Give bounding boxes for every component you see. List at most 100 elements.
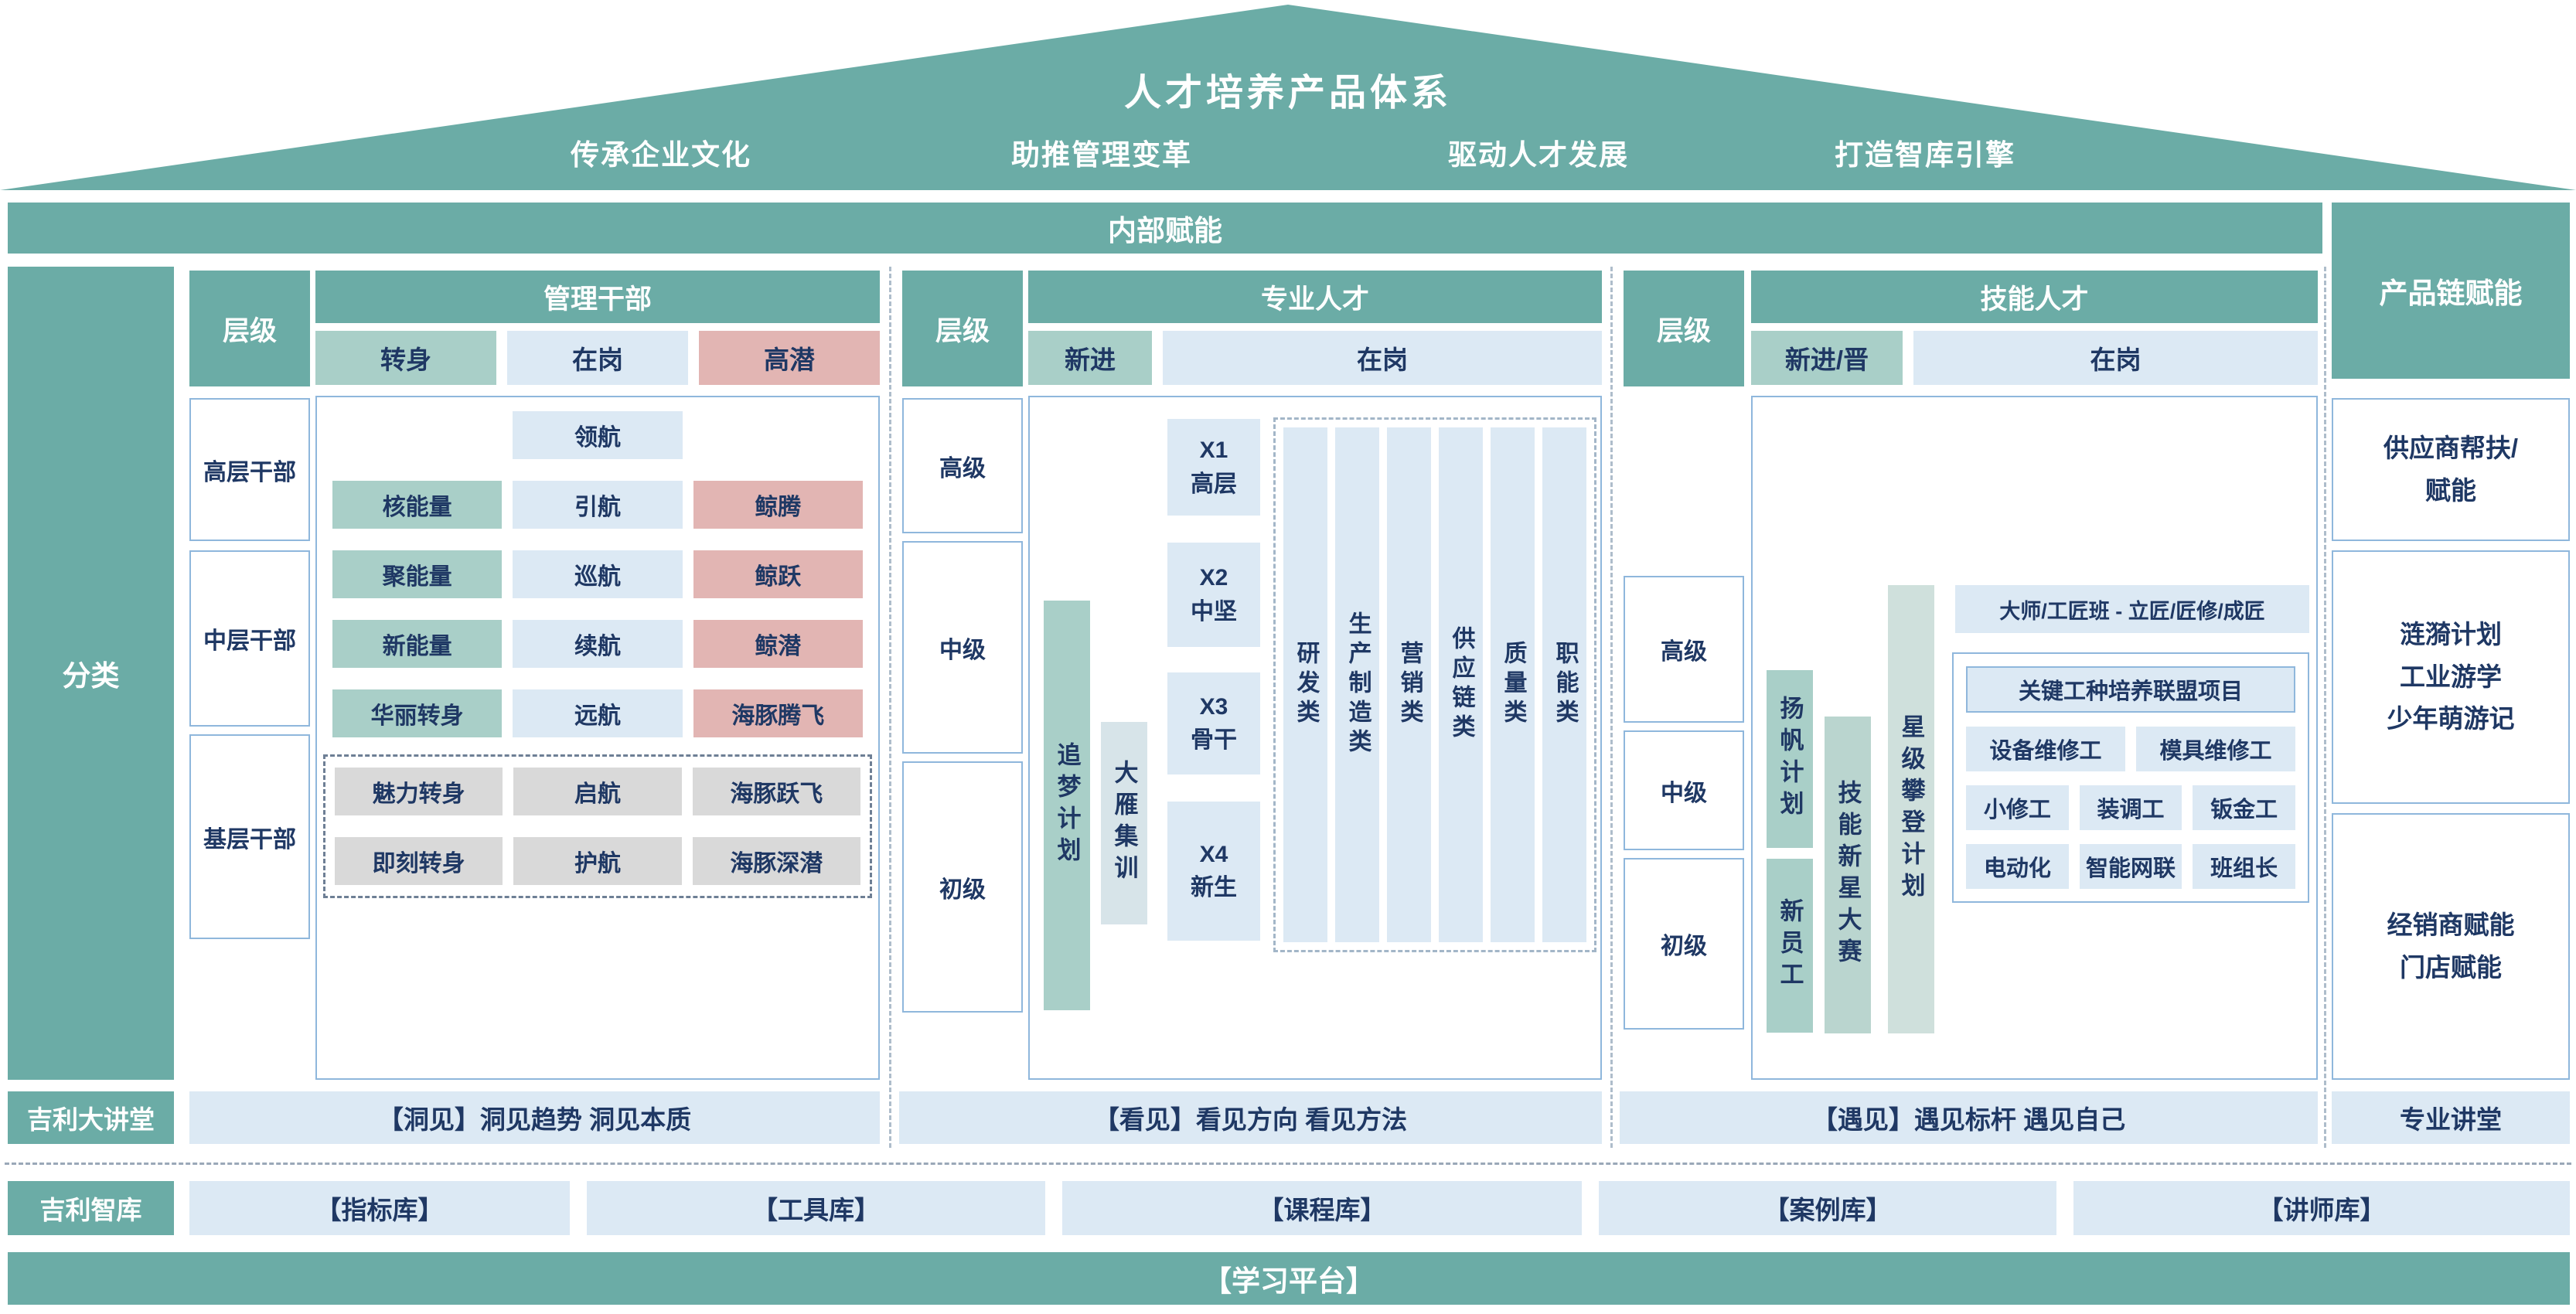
column-header-new: 新进: [1028, 331, 1152, 385]
indicator-library-item: 【指标库】: [189, 1181, 570, 1235]
job-cell: 模具维修工: [2136, 727, 2295, 771]
mgmt-cell: 续航: [513, 620, 683, 668]
mgmt-cell: 鲸腾: [693, 481, 863, 529]
management-section-title: 管理干部: [315, 271, 880, 323]
mgmt-cell: 魅力转身: [335, 768, 503, 815]
job-cell: 小修工: [1966, 785, 2069, 830]
section-divider: [1610, 267, 1613, 1148]
roof-slogan: 驱动人才发展: [1448, 139, 1629, 171]
job-cell: 钣金工: [2193, 785, 2296, 830]
professional-lecture-item: 专业讲堂: [2332, 1091, 2570, 1144]
mgmt-cell: 鲸跃: [693, 550, 863, 598]
mgmt-cell: 领航: [513, 411, 683, 459]
column-header-onduty: 在岗: [1163, 331, 1602, 385]
level-box-senior-cadre: 高层干部: [189, 398, 310, 541]
skill-subheader: 新进/晋 在岗: [1751, 331, 2318, 385]
mgmt-cell: 海豚跃飞: [692, 768, 860, 815]
x1-level-box: X1 高层: [1167, 419, 1260, 516]
mgmt-cell: 护航: [513, 837, 682, 885]
column-header-transition: 转身: [315, 331, 496, 385]
skill-content-box: 扬帆计划 新员工 技能新星大赛 星级攀登计划 大师/工匠班 - 立匠/匠修/成匠…: [1751, 396, 2318, 1080]
category-strip-marketing: 营销类: [1387, 427, 1431, 942]
mgmt-cell-empty: [693, 411, 863, 459]
roof-slogan: 助推管理变革: [1011, 139, 1192, 171]
lecture-insight-item: 【洞见】洞见趋势 洞见本质: [189, 1091, 880, 1144]
category-strip-supplychain: 供应链类: [1439, 427, 1483, 942]
supplier-support-box: 供应商帮扶/ 赋能: [2332, 398, 2570, 541]
column-header-highpotential: 高潜: [699, 331, 880, 385]
star-contest-strip: 技能新星大赛: [1825, 717, 1871, 1033]
case-library-item: 【案例库】: [1599, 1181, 2056, 1235]
professional-section-title: 专业人才: [1028, 271, 1602, 323]
mgmt-cell: 启航: [513, 768, 682, 815]
management-grid: 领航 核能量 引航 鲸腾 聚能量 巡航 鲸跃 新能量 续航 鲸潜 华丽转身 远航…: [332, 411, 863, 737]
alliance-program-bar: 关键工种培养联盟项目: [1966, 666, 2295, 713]
job-cell: 设备维修工: [1966, 727, 2125, 771]
skill-section-title: 技能人才: [1751, 271, 2318, 323]
level-box-junior: 初级: [1624, 858, 1744, 1030]
professional-subheader: 新进 在岗: [1028, 331, 1602, 385]
section-divider: [2324, 267, 2326, 1148]
level-box-junior: 初级: [902, 761, 1023, 1013]
category-sidebar: 分类: [8, 267, 174, 1080]
product-chain-header: 产品链赋能: [2332, 203, 2570, 379]
sail-plan-strip: 扬帆计划: [1767, 670, 1813, 848]
category-strip-rd: 研发类: [1283, 427, 1327, 942]
goose-camp-strip: 大雁集训: [1101, 722, 1147, 924]
mgmt-cell: 核能量: [332, 481, 503, 529]
column-header-onduty: 在岗: [507, 331, 688, 385]
key-jobs-alliance-box: 关键工种培养联盟项目 设备维修工 模具维修工 小修工 装调工 钣金工 电动化 智…: [1952, 652, 2309, 903]
category-strip-functional: 职能类: [1542, 427, 1586, 942]
skill-level-header: 层级: [1624, 271, 1744, 386]
job-cell: 智能网联: [2079, 844, 2182, 889]
course-library-item: 【课程库】: [1062, 1181, 1582, 1235]
mgmt-cell: 远航: [513, 689, 683, 737]
section-divider: [889, 267, 891, 1148]
x3-level-box: X3 骨干: [1167, 672, 1260, 774]
level-box-middle: 中级: [1624, 730, 1744, 850]
job-row: 小修工 装调工 钣金工: [1966, 785, 2296, 830]
dream-plan-strip: 追梦计划: [1044, 601, 1090, 1010]
job-cell: 装调工: [2079, 785, 2182, 830]
level-box-grassroots-cadre: 基层干部: [189, 734, 310, 939]
mgmt-cell: 引航: [513, 481, 683, 529]
x2-level-box: X2 中坚: [1167, 543, 1260, 647]
level-box-senior: 高级: [1624, 576, 1744, 723]
level-box-middle: 中级: [902, 541, 1023, 754]
roof-slogan: 传承企业文化: [571, 139, 751, 171]
mgmt-cell: 即刻转身: [335, 837, 503, 885]
master-class-bar: 大师/工匠班 - 立匠/匠修/成匠: [1955, 585, 2309, 633]
management-dashed-group: 魅力转身 启航 海豚跃飞 即刻转身 护航 海豚深潜: [323, 754, 872, 898]
level-box-senior: 高级: [902, 398, 1023, 533]
job-cell: 电动化: [1966, 844, 2069, 889]
think-tank-label: 吉利智库: [8, 1181, 174, 1235]
mgmt-cell: 海豚深潜: [692, 837, 860, 885]
x4-level-box: X4 新生: [1167, 802, 1260, 941]
lecture-see-item: 【看见】看见方向 看见方法: [899, 1091, 1602, 1144]
tool-library-item: 【工具库】: [587, 1181, 1045, 1235]
management-subheader: 转身 在岗 高潜: [315, 331, 880, 385]
roof-slogan: 打造智库引擎: [1835, 139, 2015, 171]
job-row: 设备维修工 模具维修工: [1966, 727, 2295, 771]
lecturer-library-item: 【讲师库】: [2073, 1181, 2570, 1235]
mgmt-cell: 新能量: [332, 620, 503, 668]
management-level-header: 层级: [189, 271, 310, 386]
star-climb-strip: 星级攀登计划: [1888, 585, 1934, 1033]
job-cell: 班组长: [2193, 844, 2296, 889]
job-row: 电动化 智能网联 班组长: [1966, 844, 2296, 889]
mgmt-cell-empty: [332, 411, 502, 459]
mgmt-cell: 华丽转身: [332, 689, 503, 737]
new-staff-strip: 新员工: [1767, 859, 1813, 1033]
lecture-hall-label: 吉利大讲堂: [8, 1091, 174, 1144]
professional-level-header: 层级: [902, 271, 1023, 386]
ripple-plan-box: 涟漪计划 工业游学 少年萌游记: [2332, 550, 2570, 804]
management-grid-gray: 魅力转身 启航 海豚跃飞 即刻转身 护航 海豚深潜: [335, 768, 860, 885]
level-box-middle-cadre: 中层干部: [189, 550, 310, 727]
page-title: 人才培养产品体系: [1123, 73, 1453, 114]
mgmt-cell: 鲸潜: [693, 620, 863, 668]
profession-category-group: 研发类 生产制造类 营销类 供应链类 质量类 职能类: [1273, 417, 1596, 952]
professional-content-box: 追梦计划 大雁集训 X1 高层 X2 中坚 X3 骨干 X4 新生 研发类 生产…: [1028, 396, 1602, 1080]
dealer-empowerment-box: 经销商赋能 门店赋能: [2332, 813, 2570, 1080]
internal-empowerment-banner: 内部赋能: [8, 203, 2322, 254]
